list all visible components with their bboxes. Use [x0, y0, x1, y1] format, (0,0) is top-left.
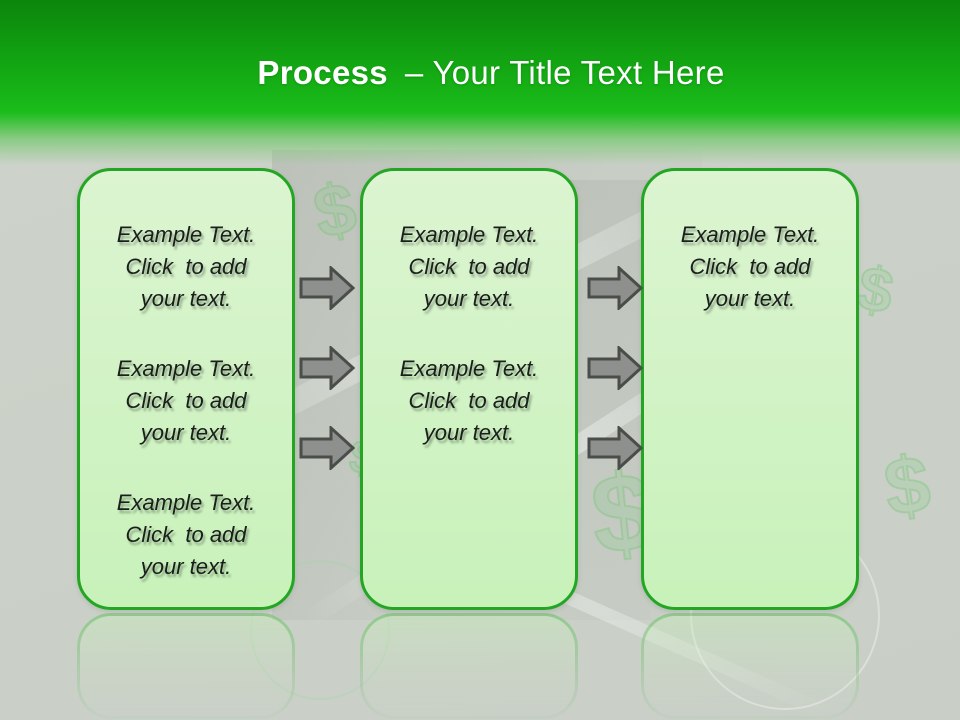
arrow-right-icon	[299, 266, 355, 310]
box-paragraph: Example Text. Click to add your text.	[116, 490, 256, 579]
arrow-right-icon	[587, 346, 643, 390]
box-reflection	[77, 613, 295, 719]
dollar-sign-watermark: $	[851, 253, 899, 329]
box-paragraph: Example Text. Click to add your text.	[116, 222, 256, 311]
process-box-1[interactable]: Example Text. Click to add your text. Ex…	[77, 168, 295, 610]
slide-title[interactable]: Process – Your Title Text Here	[0, 50, 960, 96]
dollar-sign-watermark: $	[878, 437, 936, 533]
title-prefix: Process	[257, 54, 388, 91]
arrow-right-icon	[587, 266, 643, 310]
header-band	[0, 0, 960, 170]
box-reflection	[360, 613, 578, 719]
arrow-column-2	[587, 266, 643, 506]
box-paragraph: Example Text. Click to add your text.	[680, 222, 820, 311]
box-paragraph: Example Text. Click to add your text.	[399, 222, 539, 311]
process-box-2[interactable]: Example Text. Click to add your text. Ex…	[360, 168, 578, 610]
arrow-column-1	[299, 266, 355, 506]
title-text: – Your Title Text Here	[404, 54, 725, 91]
box-paragraph: Example Text. Click to add your text.	[399, 356, 539, 445]
process-box-3[interactable]: Example Text. Click to add your text.	[641, 168, 859, 610]
arrow-right-icon	[587, 426, 643, 470]
box-paragraph: Example Text. Click to add your text.	[116, 356, 256, 445]
dollar-sign-watermark: $	[306, 167, 364, 256]
box-reflection	[641, 613, 859, 719]
arrow-right-icon	[299, 426, 355, 470]
arrow-right-icon	[299, 346, 355, 390]
